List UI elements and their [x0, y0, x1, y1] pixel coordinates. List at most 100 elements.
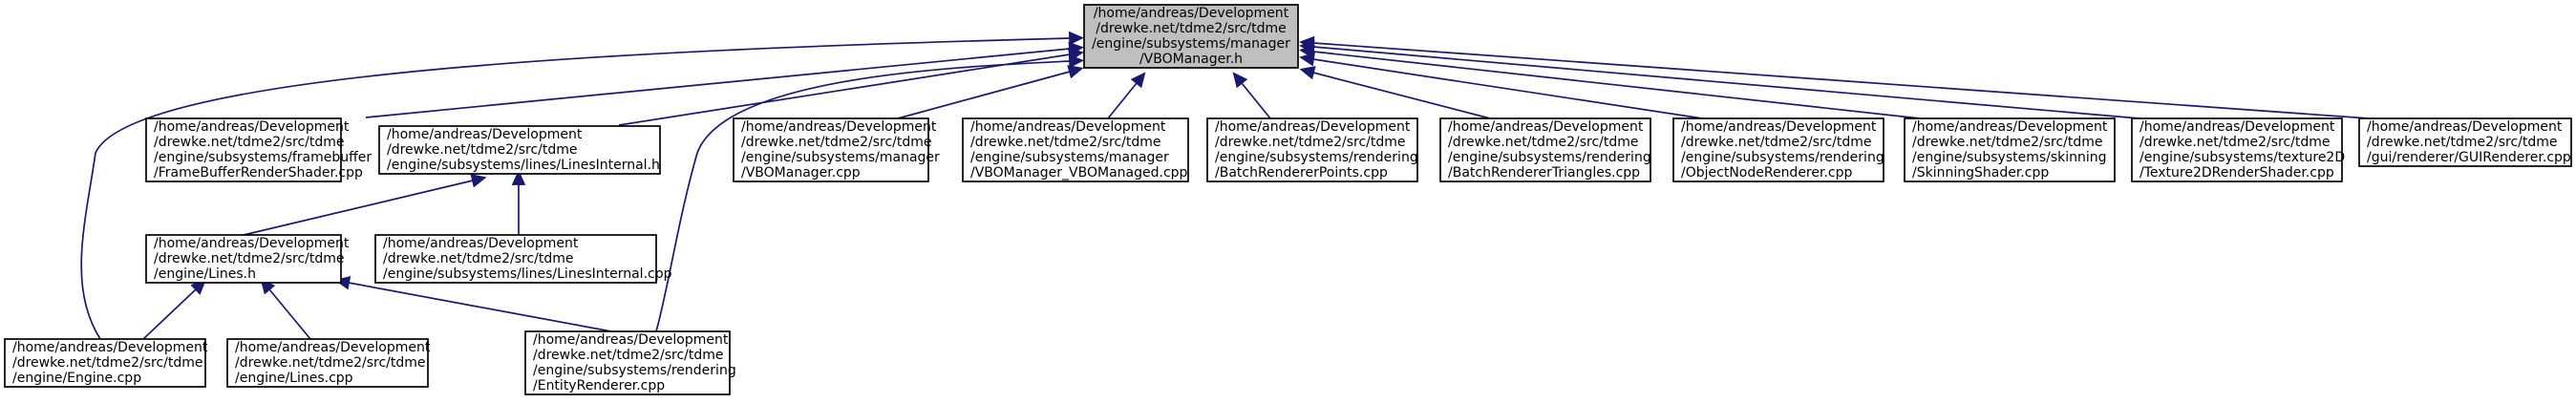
node-label-line: /engine/subsystems/rendering	[1448, 150, 1651, 165]
node-box	[378, 125, 661, 175]
node-label-line: /engine/subsystems/lines/LinesInternal.h	[387, 158, 660, 173]
node-label-line: /drewke.net/tdme2/src/tdme	[154, 135, 345, 150]
node-label-line: /engine/subsystems/texture2D	[2140, 150, 2345, 165]
edge-n13-to-n0	[80, 31, 1085, 340]
file-node[interactable]: /home/andreas/Development/drewke.net/tdm…	[1672, 117, 1884, 182]
edge-n15-to-n0	[655, 53, 1085, 332]
arrowhead	[470, 174, 487, 188]
node-label-line: /home/andreas/Development	[1094, 6, 1289, 21]
node-label-line: /BatchRendererTriangles.cpp	[1448, 165, 1640, 181]
file-node[interactable]: /home/andreas/Development/drewke.net/tdm…	[524, 330, 736, 395]
node-label-line: /engine/subsystems/lines/LinesInternal.c…	[383, 266, 672, 282]
node-box	[1439, 117, 1651, 182]
node-box	[226, 338, 429, 388]
node-label-line: /drewke.net/tdme2/src/tdme	[387, 142, 578, 158]
node-label-line: /VBOManager_VBOManaged.cpp	[970, 165, 1188, 181]
edge-line	[348, 282, 612, 332]
node-label-line: /home/andreas/Development	[1681, 119, 1877, 135]
file-node[interactable]: /home/andreas/Development/drewke.net/tdm…	[226, 338, 431, 388]
node-label-line: /home/andreas/Development	[154, 119, 350, 135]
node-label-line: /engine/subsystems/manager	[741, 150, 940, 165]
node-label-line: /home/andreas/Development	[1448, 119, 1644, 135]
arrowhead	[1067, 65, 1084, 79]
file-node[interactable]: /home/andreas/Development/drewke.net/tdm…	[962, 117, 1189, 182]
edge-line	[655, 60, 1071, 332]
node-label-line: /drewke.net/tdme2/src/tdme	[970, 135, 1161, 150]
file-node[interactable]: /home/andreas/Development/drewke.net/tdm…	[1206, 117, 1418, 182]
edge-line	[80, 37, 1071, 340]
edge-layer	[80, 31, 2370, 340]
node-label-line: /drewke.net/tdme2/src/tdme	[2140, 135, 2331, 150]
edge-n13-to-n11	[142, 279, 206, 340]
node-label-line: /engine/subsystems/manager	[1092, 36, 1290, 52]
edge-line	[243, 180, 474, 236]
edge-line	[1241, 82, 1271, 119]
root-file-node: /home/andreas/Development/drewke.net/tdm…	[1083, 4, 1299, 69]
file-node[interactable]: /home/andreas/Development/drewke.net/tdm…	[145, 234, 350, 284]
node-label-line: /Texture2DRenderShader.cpp	[2140, 165, 2334, 181]
edge-n15-to-n11	[334, 275, 612, 332]
node-label-line: /ObjectNodeRenderer.cpp	[1681, 165, 1853, 181]
edge-n9-to-n0	[1299, 39, 2140, 119]
node-label-line: /home/andreas/Development	[2140, 119, 2335, 135]
node-label-line: /drewke.net/tdme2/src/tdme	[741, 135, 932, 150]
node-label-line: /home/andreas/Development	[235, 340, 431, 355]
node-label-line: /engine/Engine.cpp	[12, 371, 141, 386]
edge-line	[1312, 42, 2370, 119]
node-label-line: /drewke.net/tdme2/src/tdme	[2367, 135, 2558, 150]
edge-n4-to-n0	[1107, 72, 1146, 119]
node-layer: /home/andreas/Development/drewke.net/tdm…	[4, 4, 2572, 395]
node-box	[374, 234, 657, 284]
edge-line	[268, 288, 311, 340]
edge-n14-to-n11	[260, 278, 311, 340]
arrowhead	[1068, 31, 1085, 46]
node-label-line: /home/andreas/Development	[533, 332, 729, 348]
node-box	[145, 234, 342, 284]
node-label-line: /drewke.net/tdme2/src/tdme	[383, 251, 574, 266]
file-node[interactable]: /home/andreas/Development/drewke.net/tdm…	[733, 117, 940, 182]
edge-line	[365, 48, 1071, 118]
edge-n11-to-n2	[243, 174, 487, 236]
node-label-line: /engine/subsystems/rendering	[1215, 150, 1418, 165]
file-node[interactable]: /home/andreas/Development/drewke.net/tdm…	[2358, 117, 2572, 167]
arrowhead	[1068, 53, 1085, 69]
file-node[interactable]: /home/andreas/Development/drewke.net/tdm…	[1904, 117, 2116, 182]
node-label-line: /home/andreas/Development	[2367, 119, 2563, 135]
node-box	[2358, 117, 2572, 167]
file-node[interactable]: /home/andreas/Development/drewke.net/tdm…	[1439, 117, 1651, 182]
node-label-line: /BatchRendererPoints.cpp	[1215, 165, 1388, 181]
arrowhead	[1299, 35, 1315, 51]
node-box	[1083, 4, 1299, 69]
node-label-line: /engine/subsystems/rendering	[1681, 150, 1884, 165]
file-node[interactable]: /home/andreas/Development/drewke.net/tdm…	[2131, 117, 2345, 182]
arrowhead	[1299, 66, 1316, 80]
file-node[interactable]: /home/andreas/Development/drewke.net/tdm…	[374, 234, 672, 284]
edge-line	[897, 71, 1071, 119]
file-node[interactable]: /home/andreas/Development/drewke.net/tdm…	[4, 338, 208, 388]
node-box	[1904, 117, 2116, 182]
node-label-line: /home/andreas/Development	[741, 119, 937, 135]
node-label-line: /home/andreas/Development	[1912, 119, 2108, 135]
node-box	[145, 117, 342, 182]
node-box	[524, 330, 731, 395]
node-label-line: /home/andreas/Development	[387, 127, 583, 142]
edge-n3-to-n0	[897, 65, 1084, 119]
node-box	[2131, 117, 2343, 182]
node-label-line: /drewke.net/tdme2/src/tdme	[235, 355, 426, 371]
node-label-line: /drewke.net/tdme2/src/tdme	[1681, 135, 1872, 150]
file-node[interactable]: /home/andreas/Development/drewke.net/tdm…	[378, 125, 661, 175]
edge-line	[1107, 82, 1138, 119]
node-label-line: /SkinningShader.cpp	[1912, 165, 2049, 181]
node-label-line: /engine/subsystems/manager	[970, 150, 1169, 165]
edge-n1-to-n0	[365, 41, 1084, 118]
node-label-line: /home/andreas/Development	[383, 236, 579, 251]
node-label-line: /engine/subsystems/framebuffer	[154, 150, 372, 165]
node-label-line: /VBOManager.h	[1139, 52, 1243, 67]
edge-line	[1312, 72, 1491, 119]
node-label-line: /home/andreas/Development	[12, 340, 208, 355]
node-label-line: /drewke.net/tdme2/src/tdme	[1448, 135, 1639, 150]
node-label-line: /EntityRenderer.cpp	[533, 378, 665, 393]
file-node[interactable]: /home/andreas/Development/drewke.net/tdm…	[145, 117, 372, 182]
node-label-line: /engine/subsystems/skinning	[1912, 150, 2107, 165]
